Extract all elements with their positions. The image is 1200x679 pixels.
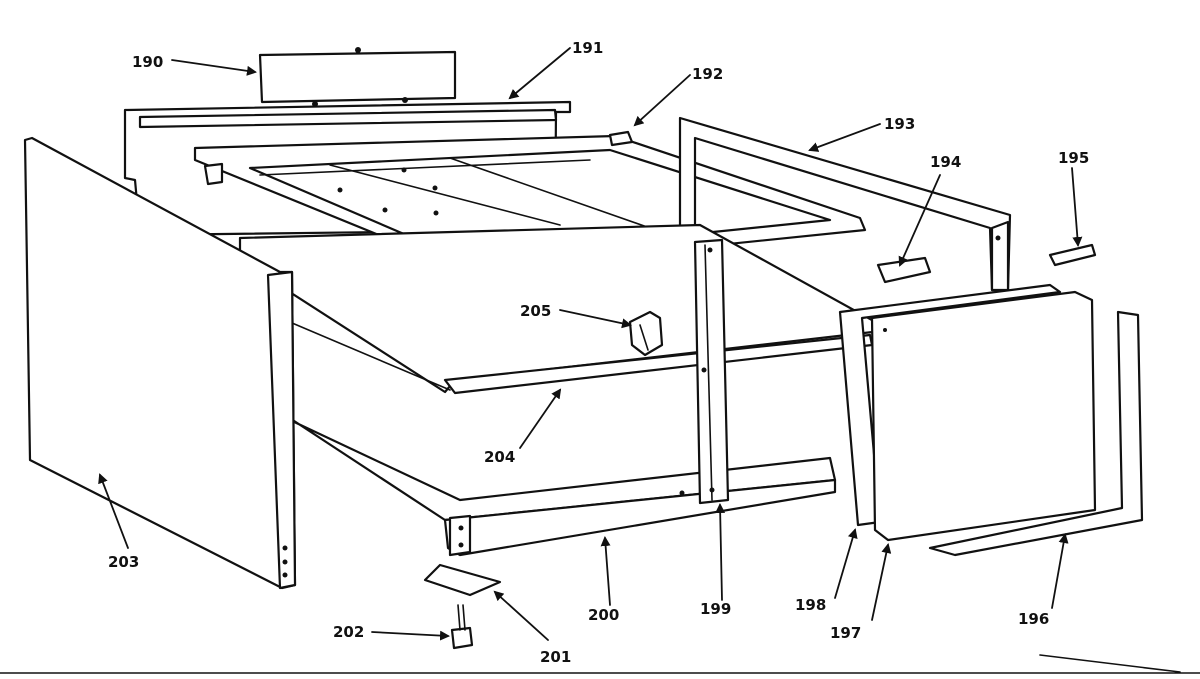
leader-191 bbox=[508, 47, 571, 100]
control-box-190 bbox=[258, 47, 457, 107]
hinge-195 bbox=[1048, 243, 1097, 267]
callout-203: 203 bbox=[108, 553, 139, 571]
callout-199: 199 bbox=[700, 600, 731, 618]
callout-193: 193 bbox=[884, 115, 915, 133]
callout-201: 201 bbox=[540, 648, 571, 666]
leader-190 bbox=[171, 59, 257, 76]
door-panel-197 bbox=[870, 290, 1097, 542]
callout-202: 202 bbox=[333, 623, 364, 641]
floor-line bbox=[0, 654, 1200, 674]
callout-191: 191 bbox=[572, 39, 603, 57]
leveler-screw-202 bbox=[450, 604, 474, 650]
leader-199 bbox=[715, 503, 726, 601]
door-catch-194 bbox=[876, 256, 932, 284]
callout-194: 194 bbox=[930, 153, 961, 171]
door-liner-198 bbox=[838, 283, 1062, 527]
leader-204 bbox=[519, 388, 562, 449]
callout-204: 204 bbox=[484, 448, 515, 466]
leader-201 bbox=[493, 590, 549, 641]
bottom-shelf-204 bbox=[238, 223, 892, 395]
support-channel-199 bbox=[693, 238, 730, 505]
base-rail-200 bbox=[283, 413, 837, 557]
leader-200 bbox=[600, 536, 611, 606]
leader-194 bbox=[898, 174, 941, 267]
leader-193 bbox=[808, 123, 881, 152]
leveler-bracket-201 bbox=[423, 563, 502, 597]
leader-202 bbox=[371, 630, 450, 641]
side-panel-203 bbox=[23, 136, 297, 590]
leader-192 bbox=[633, 74, 691, 127]
callout-197: 197 bbox=[830, 624, 861, 642]
leader-195 bbox=[1071, 167, 1083, 247]
callout-195: 195 bbox=[1058, 149, 1089, 167]
door-frame-196 bbox=[928, 310, 1144, 557]
leader-197 bbox=[871, 543, 892, 621]
callout-192: 192 bbox=[692, 65, 723, 83]
hinge-bracket-205 bbox=[628, 310, 664, 357]
leader-205 bbox=[559, 309, 632, 329]
leader-198 bbox=[834, 528, 858, 599]
callout-190: 190 bbox=[132, 53, 163, 71]
callout-200: 200 bbox=[588, 606, 619, 624]
callout-196: 196 bbox=[1018, 610, 1049, 628]
leader-203 bbox=[98, 473, 129, 549]
callout-198: 198 bbox=[795, 596, 826, 614]
callout-205: 205 bbox=[520, 302, 551, 320]
leader-196 bbox=[1051, 533, 1069, 609]
